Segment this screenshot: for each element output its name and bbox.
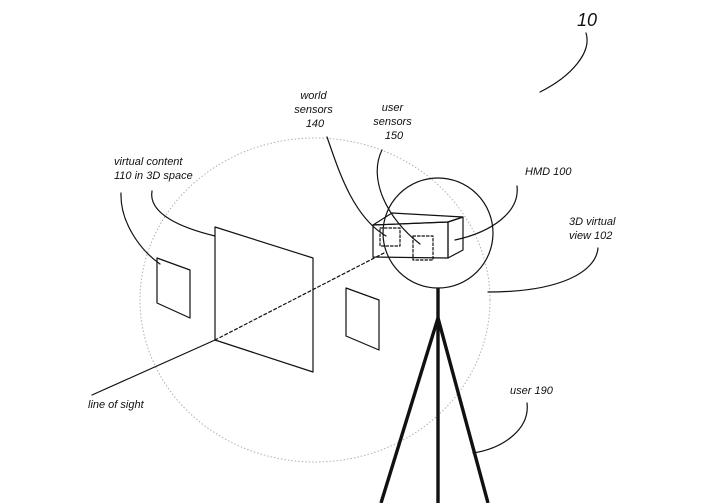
label-line-of-sight: line of sight <box>88 399 145 411</box>
figure-number: 10 <box>577 10 597 30</box>
label-hmd: HMD 100 <box>525 166 572 178</box>
label-virtual-content: virtual content 110 in 3D space <box>114 156 193 182</box>
virtual-view-sphere <box>139 137 491 463</box>
label-virtual-view: 3D virtual view 102 <box>569 216 619 242</box>
leader-virtual-view <box>487 247 599 293</box>
leader-virtual-content-left <box>120 192 161 265</box>
user-body <box>379 288 490 503</box>
virtual-panel-right <box>345 287 380 351</box>
virtual-panel-left <box>156 257 191 319</box>
leader-world-sensors <box>326 136 387 237</box>
world-sensor-box <box>379 227 401 247</box>
leader-virtual-content <box>151 190 216 237</box>
label-user: user 190 <box>510 385 554 397</box>
leader-hmd <box>454 185 518 241</box>
label-user-sensors: user sensors 150 <box>373 102 415 142</box>
virtual-panel-main <box>214 226 314 373</box>
leader-user <box>472 402 528 454</box>
leader-fig-number <box>539 32 588 93</box>
label-world-sensors: world sensors 140 <box>294 90 336 130</box>
leader-user-sensors <box>376 149 421 245</box>
line-of-sight-solid <box>91 339 216 396</box>
line-of-sight-dashed <box>214 252 385 341</box>
hmd-device <box>372 212 464 261</box>
user-sensor-box <box>412 235 434 261</box>
